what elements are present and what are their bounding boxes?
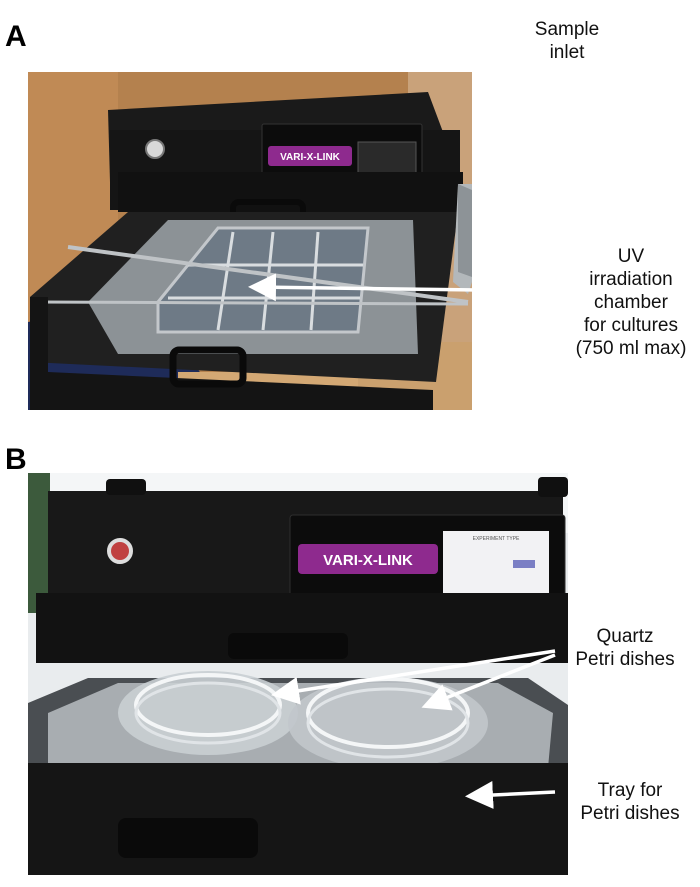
label-tray: Tray for Petri dishes bbox=[565, 779, 695, 825]
panel-b-letter: B bbox=[5, 443, 27, 476]
label-tray-line1: Tray for bbox=[597, 780, 663, 801]
label-quartz-line1: Quartz bbox=[596, 626, 654, 647]
brand-badge-a bbox=[268, 146, 352, 166]
brand-text-a: VARI-X-LINK bbox=[280, 152, 341, 163]
arrow-sample-inlet bbox=[503, 71, 544, 203]
label-uv-line3: chamber bbox=[594, 292, 668, 313]
brand-badge-b bbox=[298, 544, 438, 574]
photo-a-illustration: VARI-X-LINK bbox=[28, 72, 472, 410]
label-quartz-line2: Petri dishes bbox=[575, 649, 675, 670]
photo-a: VARI-X-LINK bbox=[28, 72, 472, 410]
photo-b: VARI-X-LINK EXPERIMENT TYPE bbox=[28, 473, 568, 875]
label-tray-line2: Petri dishes bbox=[580, 803, 680, 824]
label-uv-line1: UV bbox=[617, 246, 645, 267]
label-uv-line2: irradiation bbox=[589, 269, 673, 290]
label-uv-line4: for cultures bbox=[584, 315, 678, 336]
label-quartz-dishes: Quartz Petri dishes bbox=[555, 625, 695, 671]
label-uv-line5: (750 ml max) bbox=[575, 338, 687, 359]
label-sample-inlet-line2: inlet bbox=[549, 42, 585, 63]
touchscreen-title: EXPERIMENT TYPE bbox=[473, 536, 520, 542]
label-uv-chamber: UV irradiation chamber for cultures (750… bbox=[568, 245, 694, 360]
photo-b-illustration: VARI-X-LINK EXPERIMENT TYPE bbox=[28, 473, 568, 875]
brand-text-b: VARI-X-LINK bbox=[323, 552, 413, 569]
panel-a-letter: A bbox=[5, 20, 27, 53]
label-sample-inlet: Sample inlet bbox=[503, 18, 631, 64]
label-sample-inlet-line1: Sample bbox=[534, 19, 600, 40]
